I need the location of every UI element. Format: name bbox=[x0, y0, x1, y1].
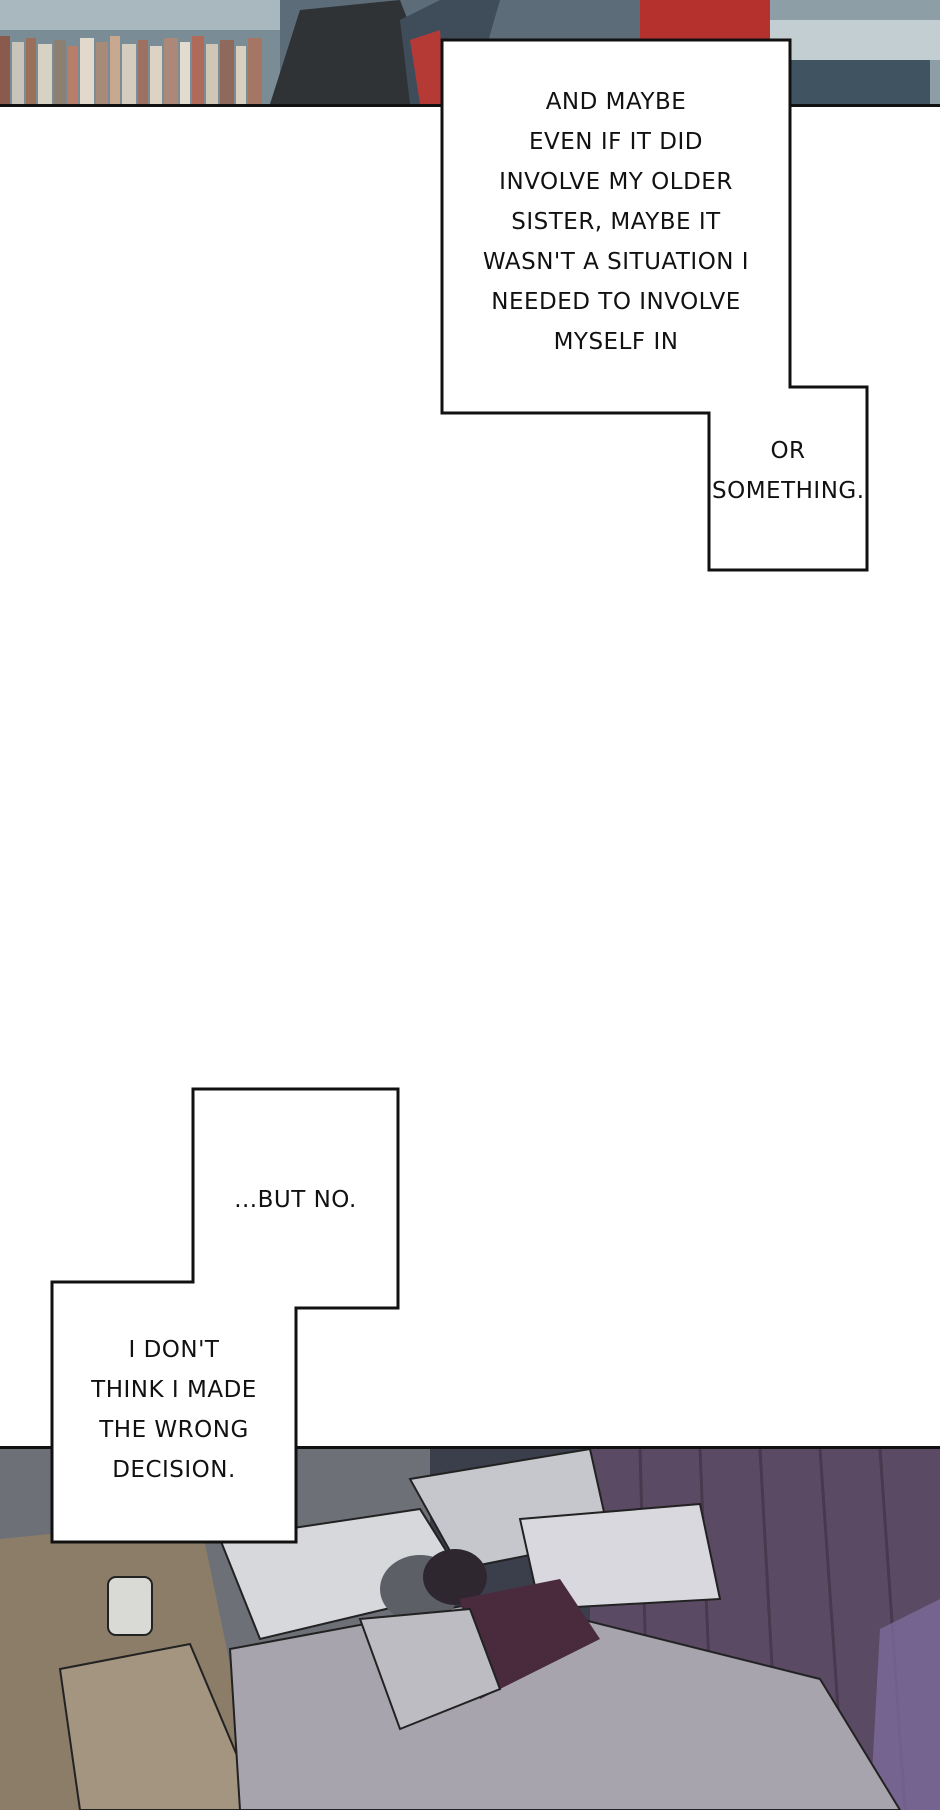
figure-dark-coat bbox=[270, 0, 440, 104]
grey-shirt bbox=[358, 1607, 502, 1731]
bedroom-scene-art bbox=[0, 1449, 940, 1810]
maroon-shirt bbox=[460, 1579, 600, 1699]
caption-2-bottom-text: I DON'T THINK I MADE THE WRONG DECISION. bbox=[91, 1337, 257, 1483]
pillow-right bbox=[518, 1502, 722, 1611]
caption-1-tail-text: OR SOMETHING. bbox=[712, 438, 865, 504]
caption-1-main-text: AND MAYBE EVEN IF IT DID INVOLVE MY OLDE… bbox=[482, 89, 750, 355]
caption-2-top-text: ...BUT NO. bbox=[234, 1187, 357, 1213]
window-light bbox=[870, 1599, 940, 1810]
red-fabric bbox=[410, 30, 445, 104]
mug bbox=[107, 1576, 153, 1636]
bottom-panel-illustration bbox=[0, 1446, 940, 1810]
head-dark-hair bbox=[423, 1549, 487, 1605]
bookshelf bbox=[0, 36, 262, 104]
